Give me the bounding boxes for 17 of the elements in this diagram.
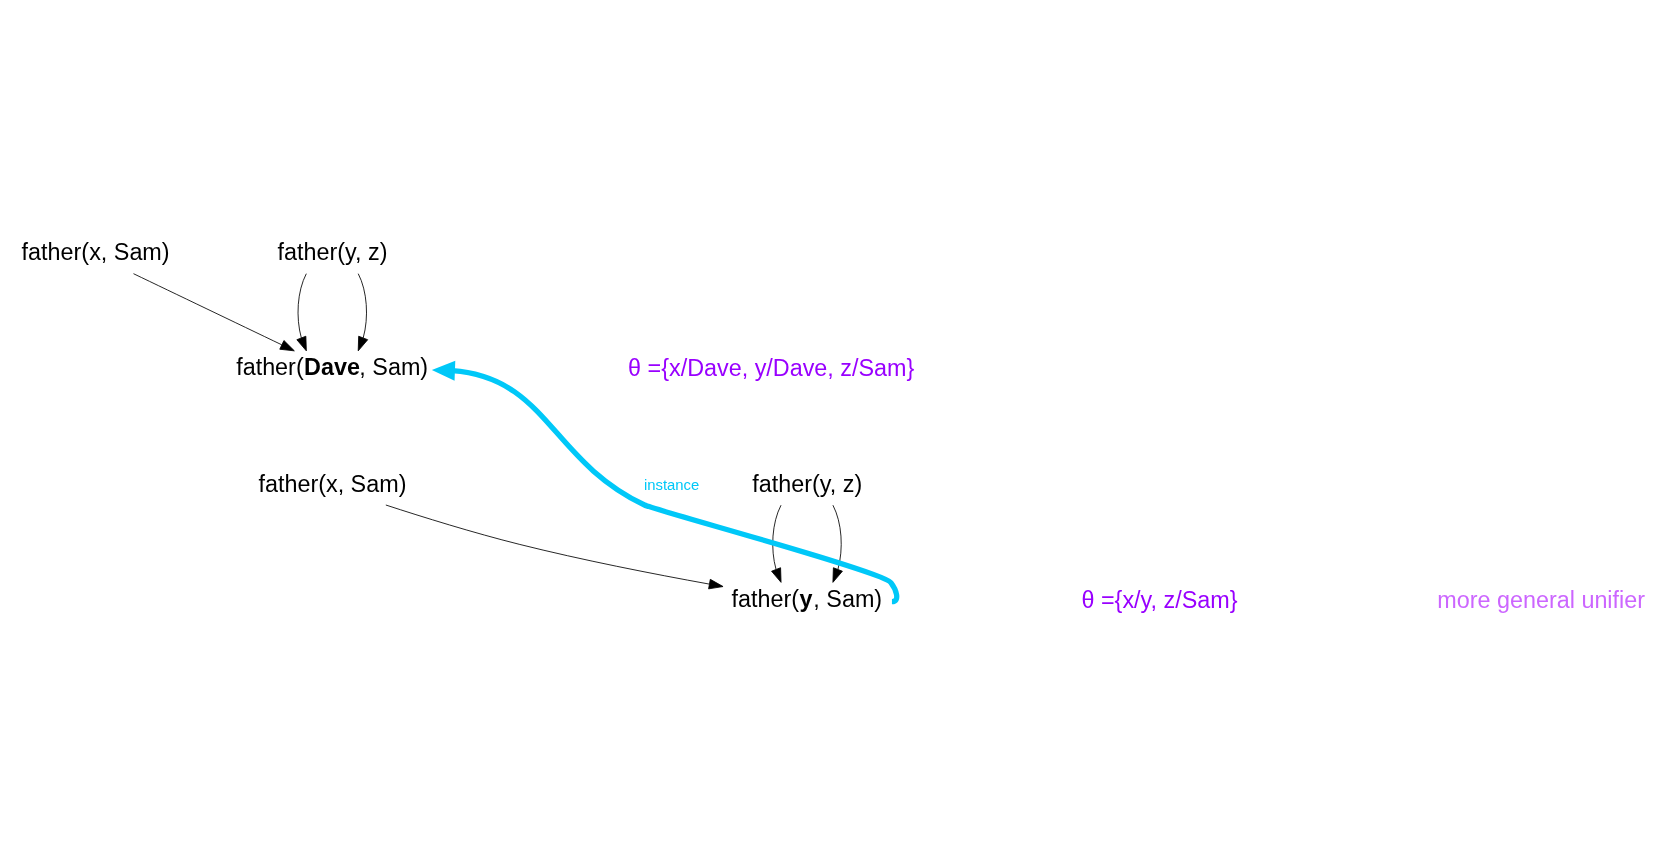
arrow xyxy=(296,272,307,351)
node-text: father(y, Sam) xyxy=(731,585,883,612)
label: θ ={x/Dave, y/Dave, z/Sam} xyxy=(628,354,915,381)
label: θ ={x/y, z/Sam} xyxy=(1081,586,1238,613)
label: more general unifier xyxy=(1437,586,1646,613)
arrow xyxy=(431,360,899,604)
node-text: father(x, Sam) xyxy=(258,470,407,497)
node-text: father(y, z) xyxy=(752,470,863,497)
arrow xyxy=(133,272,295,351)
node-text: father(y, z) xyxy=(277,238,388,265)
node-text: father(x, Sam) xyxy=(21,238,170,265)
edge-label: instance xyxy=(643,476,700,493)
arrow xyxy=(771,504,782,583)
arrow xyxy=(832,504,843,583)
arrow xyxy=(385,504,724,589)
arrow xyxy=(357,272,369,351)
node-text: father(Dave, Sam) xyxy=(236,353,429,380)
